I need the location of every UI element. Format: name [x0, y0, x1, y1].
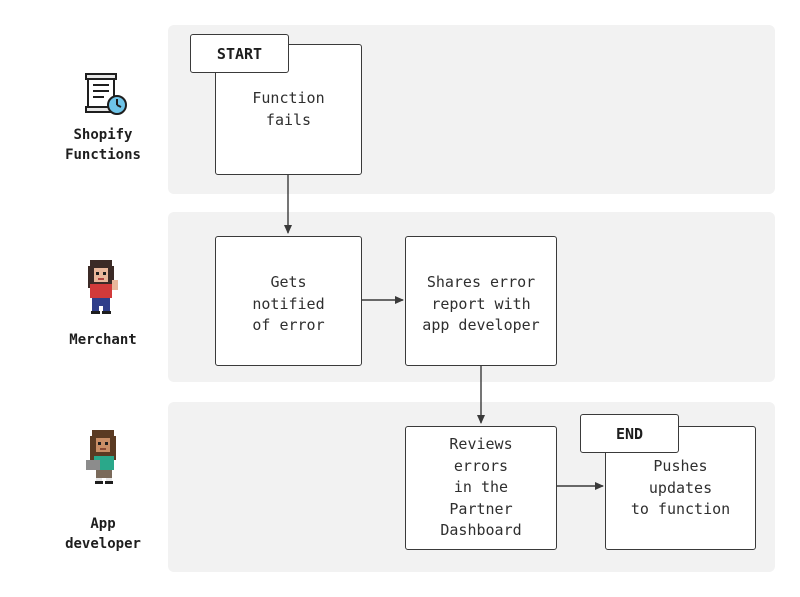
node-shares-report: Shares error report with app developer: [405, 236, 557, 366]
developer-avatar-icon: [86, 430, 116, 484]
end-tag: END: [580, 414, 679, 453]
lane-label-merchant: Merchant: [69, 332, 137, 348]
merchant-avatar-icon: [88, 260, 118, 314]
node-pushes-updates: Pushes updates to function: [605, 426, 756, 550]
lane-label-shopify-functions: Shopify Functions: [65, 127, 141, 163]
node-reviews-errors: Reviews errors in the Partner Dashboard: [405, 426, 557, 550]
document-clock-icon: [85, 73, 127, 115]
lane-label-app-developer: App developer: [65, 516, 141, 552]
node-gets-notified: Gets notified of error: [215, 236, 362, 366]
start-tag: START: [190, 34, 289, 73]
